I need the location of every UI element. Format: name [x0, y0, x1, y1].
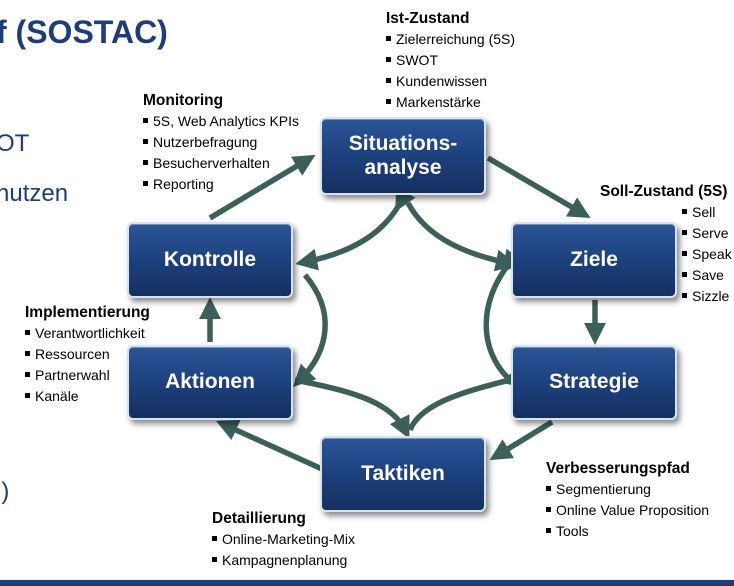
list-item: Markenstärke [386, 92, 515, 113]
block-heading: Implementierung [25, 304, 150, 321]
block-verbesserungspfad: Verbesserungspfad Segmentierung Online V… [546, 458, 709, 542]
block-implementierung: Implementierung Verantwortlichkeit Resso… [25, 302, 150, 407]
list-item: Sell [682, 202, 732, 223]
block-heading: Verbesserungspfad [546, 460, 690, 477]
page-title: f (SOSTAC) [0, 14, 168, 50]
list-item: Serve [682, 223, 732, 244]
block-heading: Detaillierung [212, 510, 306, 527]
side-text-1: OT [0, 130, 30, 157]
node-kontrolle[interactable]: Kontrolle [127, 222, 293, 298]
side-text-2: nutzen [0, 180, 69, 207]
arrow-situationsanalyse-kontrolle [295, 187, 416, 271]
list-item: Kundenwissen [386, 71, 515, 92]
list-item: 5S, Web Analytics KPIs [143, 111, 299, 132]
list-item: Online Value Proposition [546, 500, 709, 521]
block-ist-zustand: Ist-Zustand Zielerreichung (5S) SWOT Kun… [386, 8, 515, 113]
list-item: Tools [546, 521, 709, 542]
block-soll-zustand: Soll-Zustand (5S) Sell Serve Speak Save … [600, 181, 732, 307]
list-item: Ressourcen [25, 344, 150, 365]
node-aktionen[interactable]: Aktionen [127, 345, 293, 420]
arrow-situationsanalyse-ziele-inner [405, 201, 518, 272]
arrow-ziele-strategie-inner [483, 248, 525, 380]
arrow-situationsanalyse-ziele [486, 155, 591, 218]
list-item: Kampagnenplanung [212, 550, 355, 571]
node-taktiken[interactable]: Taktiken [320, 436, 486, 512]
list-item: SWOT [386, 50, 515, 71]
node-ziele[interactable]: Ziele [511, 222, 677, 298]
list-item: Zielerreichung (5S) [386, 29, 515, 50]
arrow-strategie-taktiken-inner [407, 366, 525, 432]
arrow-aktionen-taktiken-inner [294, 377, 410, 439]
block-heading: Ist-Zustand [386, 10, 470, 27]
arrow-kontrolle-aktionen-inner [293, 273, 328, 388]
list-item: Sizzle [682, 286, 732, 307]
block-detaillierung: Detaillierung Online-Marketing-Mix Kampa… [212, 508, 355, 571]
arrow-taktiken-aktionen [215, 419, 324, 472]
list-item: Partnerwahl [25, 365, 150, 386]
list-item: Save [682, 265, 732, 286]
list-item: Besucherverhalten [143, 153, 299, 174]
list-item: Verantwortlichkeit [25, 323, 150, 344]
list-item: Online-Marketing-Mix [212, 529, 355, 550]
bottom-bar [0, 580, 734, 586]
side-text-3: l) [0, 478, 10, 505]
list-item: Nutzerbefragung [143, 132, 299, 153]
block-heading: Monitoring [143, 92, 224, 109]
block-heading: Soll-Zustand (5S) [600, 183, 728, 200]
list-item: Speak [682, 244, 732, 265]
node-strategie[interactable]: Strategie [511, 345, 677, 420]
block-monitoring: Monitoring 5S, Web Analytics KPIs Nutzer… [143, 90, 299, 195]
list-item: Kanäle [25, 386, 150, 407]
node-situationsanalyse[interactable]: Situations- analyse [320, 117, 486, 195]
list-item: Segmentierung [546, 479, 709, 500]
arrow-strategie-taktiken [489, 419, 554, 461]
list-item: Reporting [143, 174, 299, 195]
